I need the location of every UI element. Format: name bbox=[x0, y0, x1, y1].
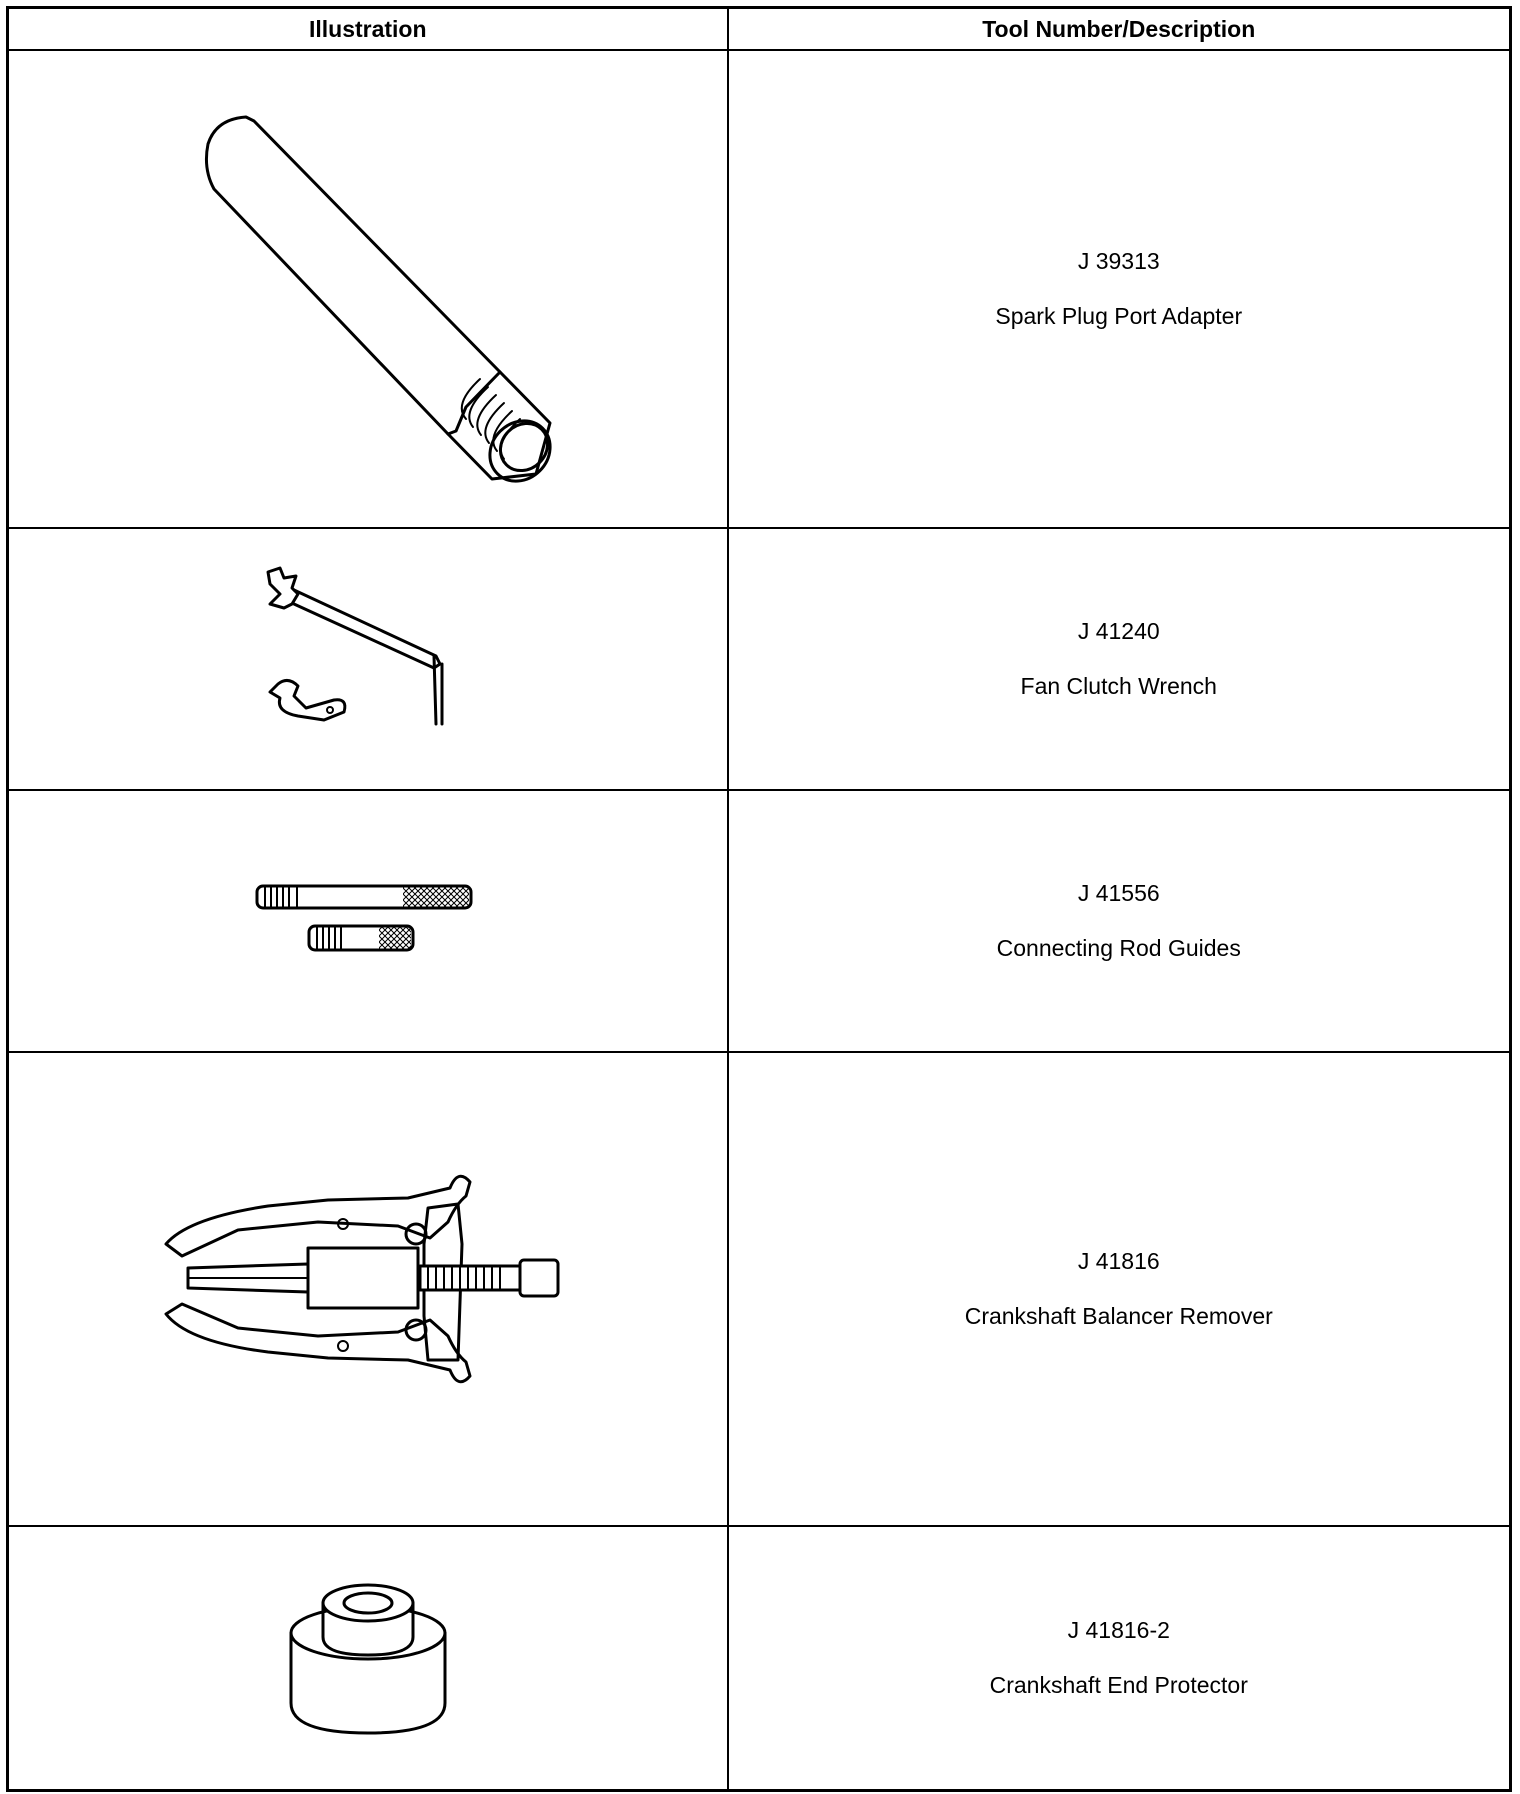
tool-number: J 41816 bbox=[1077, 1248, 1160, 1274]
tool-number: J 39313 bbox=[1077, 248, 1160, 274]
crankshaft-end-protector-icon bbox=[289, 1583, 447, 1735]
description-cell: J 41816 Crankshaft Balancer Remover bbox=[726, 1051, 1512, 1527]
table-header-row: Illustration Tool Number/Description bbox=[6, 6, 1512, 51]
crankshaft-balancer-remover-icon bbox=[164, 1174, 560, 1384]
illustration-cell bbox=[6, 1051, 729, 1527]
illustration-header: Illustration bbox=[6, 6, 729, 51]
tool-table: Illustration Tool Number/Description bbox=[6, 6, 1512, 1792]
table-row: J 41556 Connecting Rod Guides bbox=[6, 789, 1512, 1053]
table-row: J 41816 Crankshaft Balancer Remover bbox=[6, 1051, 1512, 1527]
illustration-cell bbox=[6, 1525, 729, 1791]
illustration-cell bbox=[6, 49, 729, 529]
description-cell: J 41556 Connecting Rod Guides bbox=[726, 789, 1512, 1053]
spark-plug-port-adapter-icon bbox=[204, 115, 552, 483]
table-row: J 41816-2 Crankshaft End Protector bbox=[6, 1525, 1512, 1791]
fan-clutch-wrench-icon bbox=[266, 566, 444, 726]
tool-number: J 41240 bbox=[1077, 618, 1160, 644]
connecting-rod-guides-icon bbox=[255, 884, 473, 952]
tool-number: J 41816-2 bbox=[1067, 1616, 1170, 1643]
table-row: J 39313 Spark Plug Port Adapter bbox=[6, 49, 1512, 529]
description-cell: J 41240 Fan Clutch Wrench bbox=[726, 527, 1512, 791]
tool-number: J 41556 bbox=[1077, 880, 1160, 906]
description-cell: J 39313 Spark Plug Port Adapter bbox=[726, 49, 1512, 529]
tool-description: Crankshaft End Protector bbox=[989, 1671, 1248, 1698]
tool-description: Crankshaft Balancer Remover bbox=[964, 1303, 1273, 1329]
tool-description: Spark Plug Port Adapter bbox=[995, 303, 1243, 329]
table-row: J 41240 Fan Clutch Wrench bbox=[6, 527, 1512, 791]
tool-header: Tool Number/Description bbox=[726, 6, 1512, 51]
description-cell: J 41816-2 Crankshaft End Protector bbox=[726, 1525, 1512, 1791]
tool-description: Connecting Rod Guides bbox=[996, 935, 1241, 961]
tool-description: Fan Clutch Wrench bbox=[1020, 673, 1217, 699]
illustration-cell bbox=[6, 789, 729, 1053]
illustration-cell bbox=[6, 527, 729, 791]
